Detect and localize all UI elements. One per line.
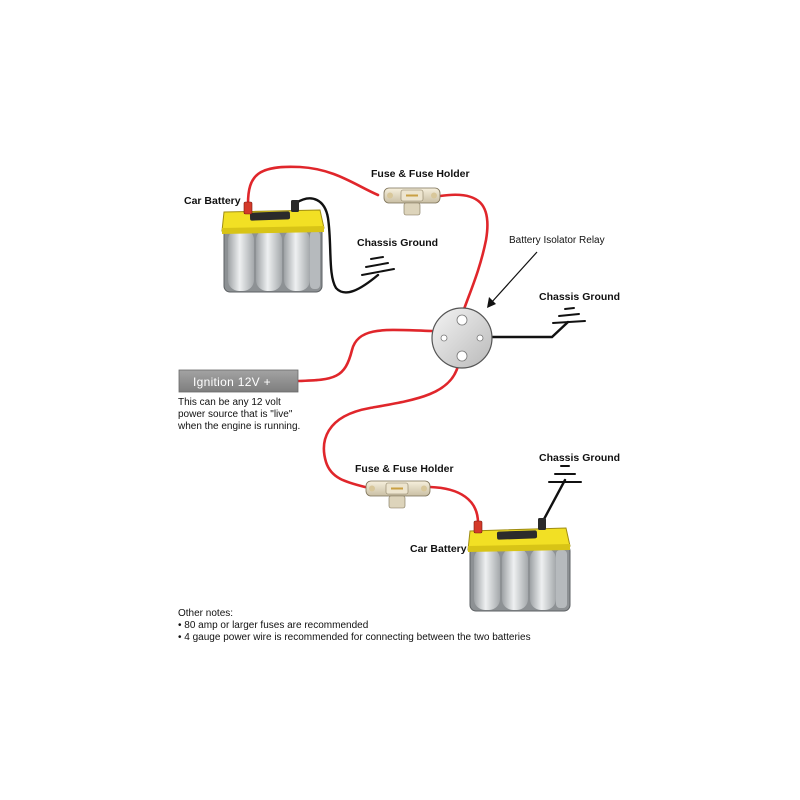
car-battery-top (221, 200, 325, 293)
ignition-note-line-2: power source that is "live" (178, 409, 293, 420)
wire-ignition-to-relay (296, 328, 434, 383)
chassis-ground-label-1: Chassis Ground (357, 237, 438, 249)
car-battery-label-bottom: Car Battery (410, 543, 467, 555)
ground-symbol-3 (548, 465, 582, 483)
wire-relay-to-fuse2 (322, 364, 460, 489)
ignition-note-line-3: when the engine is running. (177, 421, 300, 432)
ground-symbol-1 (361, 256, 395, 276)
ignition-source-box: Ignition 12V + (178, 369, 299, 393)
notes-item-2: • 4 gauge power wire is recommended for … (178, 632, 531, 643)
ground-wires (294, 197, 570, 523)
wire-battery2-to-ground (541, 478, 567, 523)
fuse-holder-top (383, 187, 441, 216)
fuse-label-top: Fuse & Fuse Holder (371, 168, 470, 180)
ignition-label: Ignition 12V + (193, 375, 271, 389)
ground-symbol-2 (552, 307, 586, 324)
wire-fuse1-to-relay (438, 193, 489, 314)
battery-isolator-relay (431, 307, 493, 369)
wire-fuse2-to-battery2 (428, 485, 480, 525)
notes-title: Other notes: (178, 608, 233, 619)
chassis-ground-label-2: Chassis Ground (539, 291, 620, 303)
fuse-holder-bottom (365, 480, 431, 509)
relay-pointer-arrow (487, 251, 538, 308)
car-battery-bottom (467, 518, 571, 612)
wire-battery1-to-fuse1 (246, 165, 380, 206)
chassis-ground-label-3: Chassis Ground (539, 452, 620, 464)
car-battery-label-top: Car Battery (184, 195, 241, 207)
relay-label: Battery Isolator Relay (509, 235, 605, 246)
notes-item-1: • 80 amp or larger fuses are recommended (178, 620, 368, 631)
fuse-label-bottom: Fuse & Fuse Holder (355, 463, 454, 475)
wire-battery1-to-ground (294, 197, 380, 294)
wire-relay-to-ground (490, 320, 570, 339)
power-wires (246, 165, 489, 525)
ignition-note-line-1: This can be any 12 volt (178, 397, 281, 408)
